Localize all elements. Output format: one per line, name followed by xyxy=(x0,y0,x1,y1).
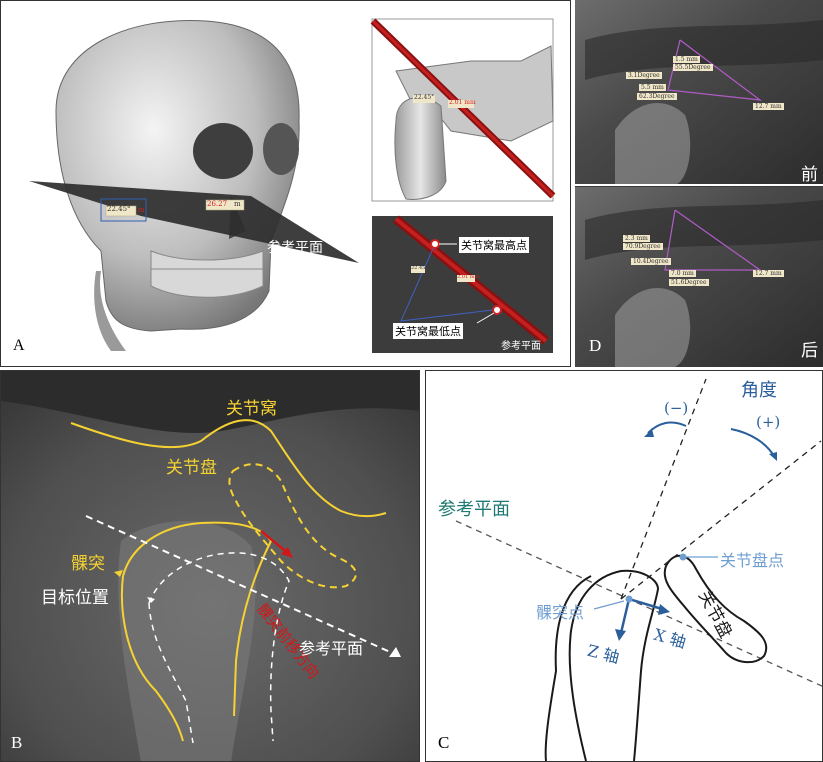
panel-d-label: D xyxy=(589,336,601,356)
panel-a-plane-label: 参考平面 xyxy=(267,237,323,257)
d-bot-m6: 12.7 mm xyxy=(753,270,784,277)
panel-b-label: B xyxy=(11,733,22,753)
panel-a-length-unit: m xyxy=(234,200,241,208)
b-disc-label: 关节盘 xyxy=(166,453,217,478)
d-bot-m2: 70.9Degree xyxy=(623,243,663,250)
d-top-m4: 5.5 mm xyxy=(639,84,666,91)
b-plane-label: 参考平面 xyxy=(299,635,363,659)
panel-b: 关节窝 关节盘 髁突 目标位置 髁突前移方向 参考平面 B xyxy=(0,370,420,762)
panel-b-graphic xyxy=(1,371,420,762)
c-plus-label: (+) xyxy=(756,413,780,431)
d-bottom-tag: 后 xyxy=(801,336,818,361)
d-top-m3: 3.1Degree xyxy=(626,72,662,79)
d-bot-m5: 51.6Degree xyxy=(669,279,709,286)
c-disc-point-label: 关节盘点 xyxy=(720,547,784,571)
panel-c: 角度 (−) (+) 参考平面 关节盘点 关节盘 髁突点 Z 轴 X 轴 C xyxy=(425,370,823,762)
d-top-tag: 前 xyxy=(801,160,818,185)
inset-br-length: 2.01 mm xyxy=(457,274,479,280)
panel-a: 22.45° m 26.27 m 参考平面 22.45° 2.01 mm 关节窝… xyxy=(0,0,571,367)
inset-br-highest: 关节窝最高点 xyxy=(459,237,529,253)
panel-a-length-label: 26.27 xyxy=(207,200,227,208)
c-minus-label: (−) xyxy=(664,399,688,417)
panel-a-label: A xyxy=(13,337,25,355)
panel-d: 1.5 mm 55.5Degree 3.1Degree 5.5 mm 62.3D… xyxy=(575,0,823,367)
panel-a-m-label: m xyxy=(138,206,145,214)
c-condyle-point-label: 髁突点 xyxy=(536,599,584,623)
b-fossa-label: 关节窝 xyxy=(226,394,277,419)
panel-a-angle-label: 22.45° xyxy=(107,205,131,213)
d-bot-m4: 7.0 mm xyxy=(669,270,696,277)
panel-c-label: C xyxy=(438,733,449,753)
c-plane-label: 参考平面 xyxy=(438,495,510,521)
panel-a-graphic xyxy=(1,1,571,367)
c-angle-title: 角度 xyxy=(741,376,777,402)
inset-tr-angle: 22.45° xyxy=(414,94,434,101)
b-condyle-label: 髁突 xyxy=(71,549,105,574)
d-top-m5: 62.3Degree xyxy=(637,93,677,100)
inset-br-angle: 22.45° xyxy=(411,265,428,271)
d-top-m6: 12.7 mm xyxy=(753,103,784,110)
d-bot-m1: 2.3 mm xyxy=(623,235,650,242)
d-top-m2: 55.5Degree xyxy=(673,64,713,71)
inset-tr-length: 2.01 mm xyxy=(449,99,476,106)
b-target-label: 目标位置 xyxy=(41,583,109,608)
d-top-m1: 1.5 mm xyxy=(673,56,700,63)
inset-br-plane: 参考平面 xyxy=(501,337,541,352)
inset-br-lowest: 关节窝最低点 xyxy=(393,323,463,339)
inset-top-right xyxy=(372,19,553,201)
d-bot-m3: 10.4Degree xyxy=(631,258,671,265)
